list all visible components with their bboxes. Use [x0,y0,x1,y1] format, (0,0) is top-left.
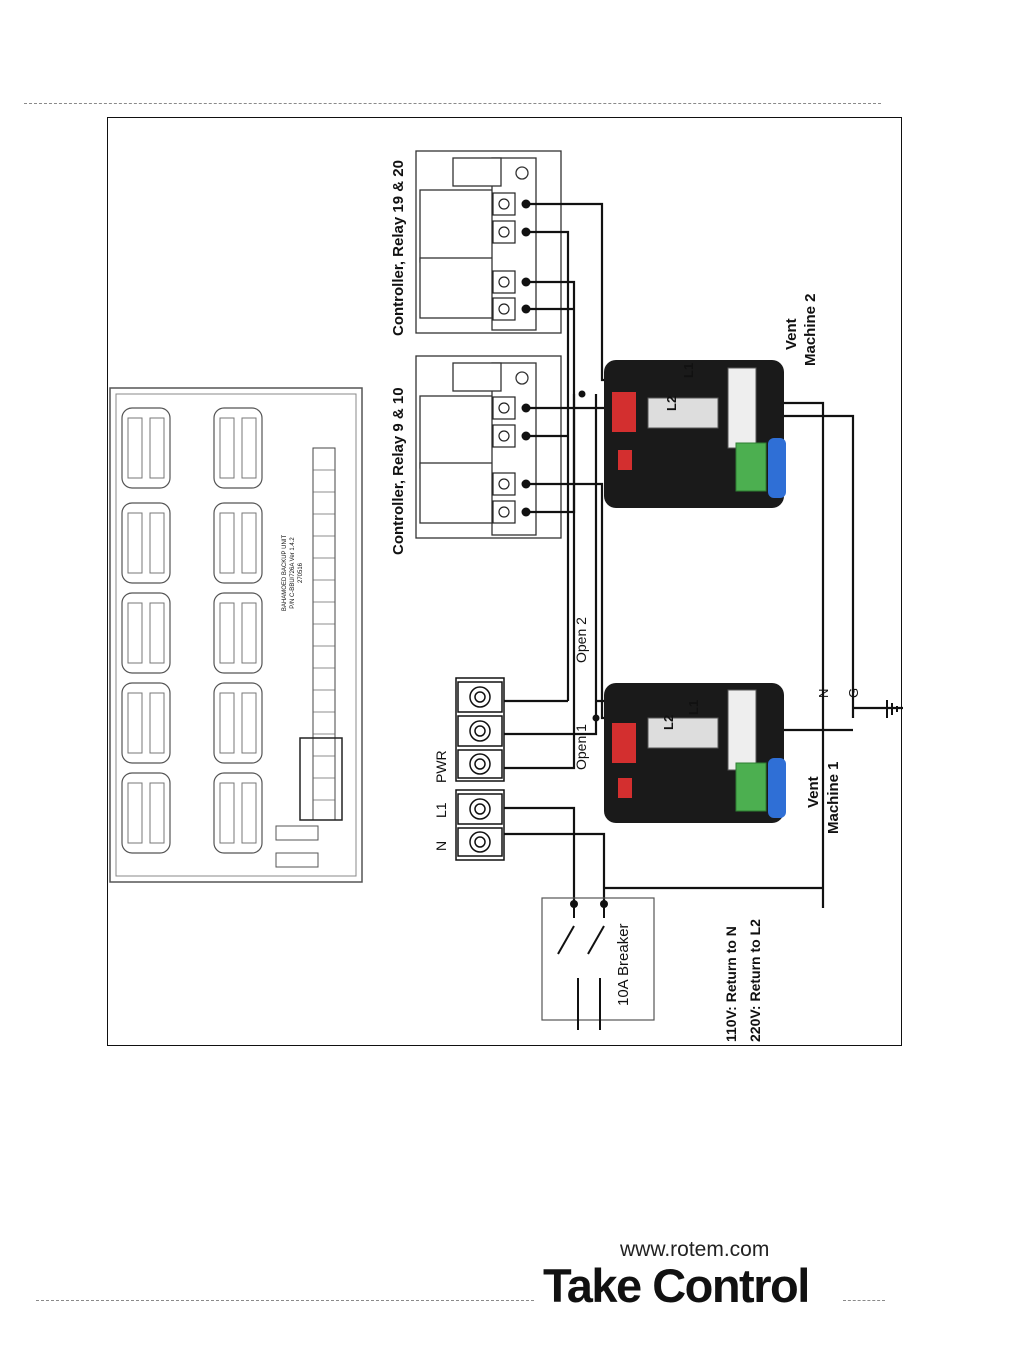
relay-19-20-label: Controller, Relay 19 & 20 [390,160,407,336]
panel-text-line-3: 270516 [298,562,304,583]
relay-block-19-20 [416,151,561,333]
footer-brand-logo: Take Control [543,1258,809,1313]
machine2-l2-label: L2 [664,396,679,411]
l1-label: L1 [433,802,449,818]
breaker-label: 10A Breaker [615,923,632,1006]
machine2-l1-label: L1 [681,363,696,378]
n-label: N [433,841,449,851]
wiring-diagram: BAHAMOED BACKUP UNIT P/N C-BBU/726A Ver … [107,117,902,1046]
bottom-dashed-rule-left [36,1300,534,1301]
breaker [542,898,654,1020]
relay-9-10-label: Controller, Relay 9 & 10 [390,387,407,555]
vent-machine-2-label-line2: Machine 2 [802,293,819,366]
vent-machine-1-label-line1: Vent [805,776,822,808]
machine1-l1-label: L1 [686,700,701,715]
panel-text-line-1: BAHAMOED BACKUP UNIT [282,535,288,612]
pwr-label: PWR [433,750,449,783]
wire-open-2-label: Open 2 [573,617,589,663]
bus-n-label: N [816,689,831,698]
breaker-contacts [558,904,604,1030]
bottom-dashed-rule-right [843,1300,885,1301]
return-note-220v: 220V: Return to L2 [747,919,763,1042]
panel-text-line-2: P/N C-BBU/726A Ver 1.4.2 [290,537,296,609]
bus-g-label: G [846,688,861,698]
wiring-diagram-svg: BAHAMOED BACKUP UNIT P/N C-BBU/726A Ver … [108,118,903,1047]
vent-machine-2 [604,360,786,508]
mains-terminal-block [456,790,504,860]
machine1-l2-label: L2 [661,715,676,730]
vent-machine-2-label-line1: Vent [783,318,800,350]
top-dashed-rule [24,103,881,104]
relay-block-9-10 [416,356,561,538]
backup-unit-panel: BAHAMOED BACKUP UNIT P/N C-BBU/726A Ver … [110,388,362,882]
return-note-110v: 110V: Return to N [723,926,739,1042]
wire-open-1-label: Open 1 [573,724,589,770]
vent-machine-1-label-line2: Machine 1 [825,761,842,834]
pwr-terminal-block [456,678,504,781]
